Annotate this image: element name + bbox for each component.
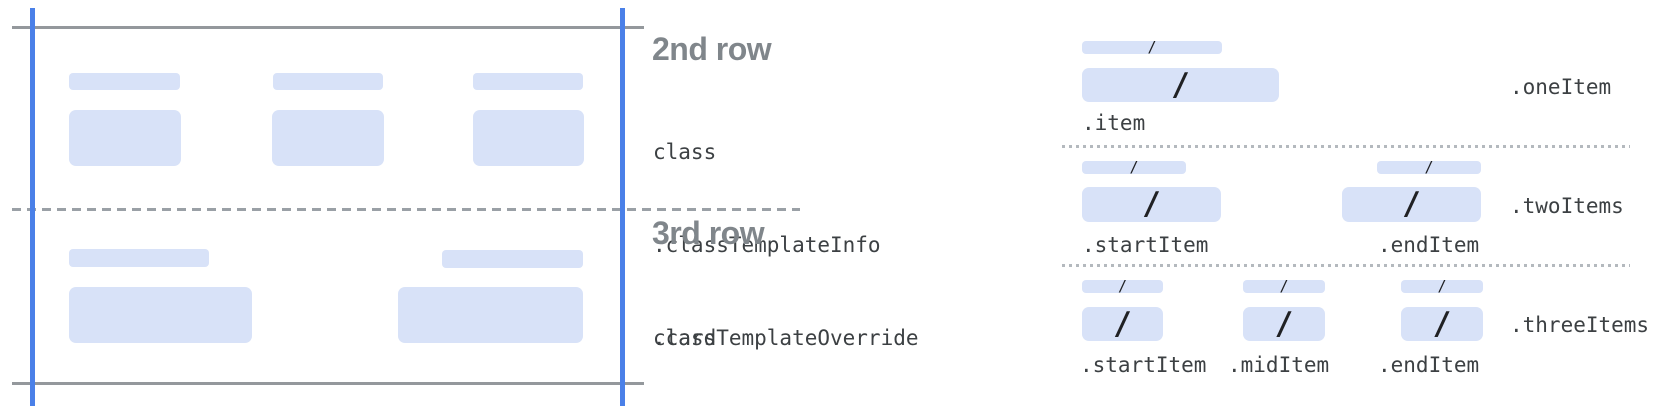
two-items-start-value-placeholder: / [1082,187,1221,222]
two-items-end-value-placeholder: / [1342,187,1481,222]
two-items-start-field-label: .startItem [1082,233,1209,257]
slash-icon: / [1279,277,1289,295]
code-line: class [653,326,717,350]
slash-icon: / [1142,186,1161,222]
two-items-start-label-placeholder: / [1082,158,1186,176]
code-line: class [653,140,717,164]
second-row-heading: 2nd row [652,31,772,67]
card-top-edge-line [12,26,644,29]
card-right-guide-line [620,8,625,406]
card-left-guide-line [30,8,35,406]
one-item-label-placeholder: / [1082,38,1222,56]
three-items-start-field-label: .startItem [1080,353,1207,377]
card-bottom-edge-line [12,382,644,385]
two-items-row-label: .twoItems [1510,194,1624,218]
row2-col3-label-placeholder [473,73,583,90]
row3-col1-label-placeholder [69,249,209,267]
one-item-value-placeholder: / [1082,68,1279,102]
code-line: .classTemplateInfo [653,233,881,257]
slash-icon: / [1147,38,1157,56]
slash-icon: / [1171,66,1190,103]
second-row-code-path: class .classTemplateInfo .cardTemplateOv… [653,75,956,412]
row3-col2-label-placeholder [442,250,583,268]
two-items-end-label-placeholder: / [1377,158,1481,176]
three-items-mid-field-label: .midItem [1228,353,1330,377]
three-items-end-label-placeholder: / [1401,277,1483,295]
row3-col1-value-placeholder [69,287,252,343]
slash-icon: / [1402,186,1421,222]
row2-col3-value-placeholder [473,110,584,166]
row2-col2-value-placeholder [272,110,384,166]
slash-icon: / [1274,305,1294,342]
slash-icon: / [1424,158,1434,176]
third-row-heading: 3rd row [652,215,765,251]
code-line: .cardTemplateOverride [653,326,919,350]
three-items-mid-label-placeholder: / [1243,277,1325,295]
row2-col1-value-placeholder [69,110,181,166]
one-two-separator-dotted-line [1062,145,1630,148]
third-row-code-path: class .classTemplateInfo .cardTemplateOv… [653,261,956,412]
slash-icon: / [1129,158,1139,176]
three-items-mid-value-placeholder: / [1243,307,1325,341]
slash-icon: / [1117,277,1128,295]
one-item-field-label: .item [1082,111,1146,135]
two-items-end-field-label: .endItem [1378,233,1480,257]
three-items-start-label-placeholder: / [1082,277,1163,295]
slash-icon: / [1437,277,1447,295]
three-items-end-value-placeholder: / [1401,307,1483,341]
three-items-start-value-placeholder: / [1082,307,1163,341]
row2-col2-label-placeholder [273,73,383,90]
row-divider-dashed-line [12,208,800,211]
one-item-row-label: .oneItem [1510,75,1612,99]
slash-icon: / [1113,305,1132,342]
two-three-separator-dotted-line [1062,264,1630,267]
three-items-end-field-label: .endItem [1378,353,1480,377]
row3-col2-value-placeholder [398,287,583,343]
slash-icon: / [1432,305,1452,342]
three-items-row-label: .threeItems [1510,313,1650,337]
row2-col1-label-placeholder [69,73,180,90]
